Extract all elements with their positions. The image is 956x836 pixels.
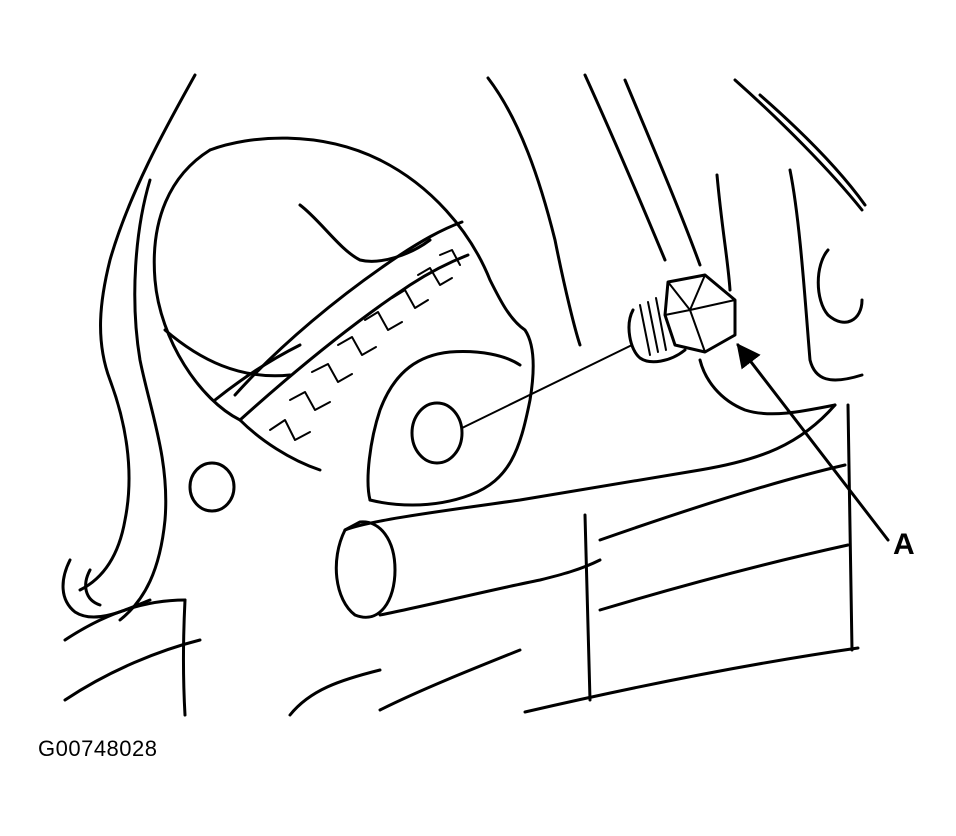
callout-leader-line [736, 343, 890, 542]
transmission-housing [61, 73, 860, 717]
case-ribs [486, 73, 867, 382]
drain-hole [410, 401, 464, 465]
ring-gear [233, 220, 470, 441]
mounting-hole [188, 461, 236, 513]
figure-id: G00748028 [38, 736, 158, 761]
plug-installation-line [461, 344, 633, 429]
case-window [152, 136, 535, 507]
callout-label-a: A [893, 528, 915, 561]
drain-plug [627, 273, 737, 364]
pipe-boss [334, 520, 397, 619]
